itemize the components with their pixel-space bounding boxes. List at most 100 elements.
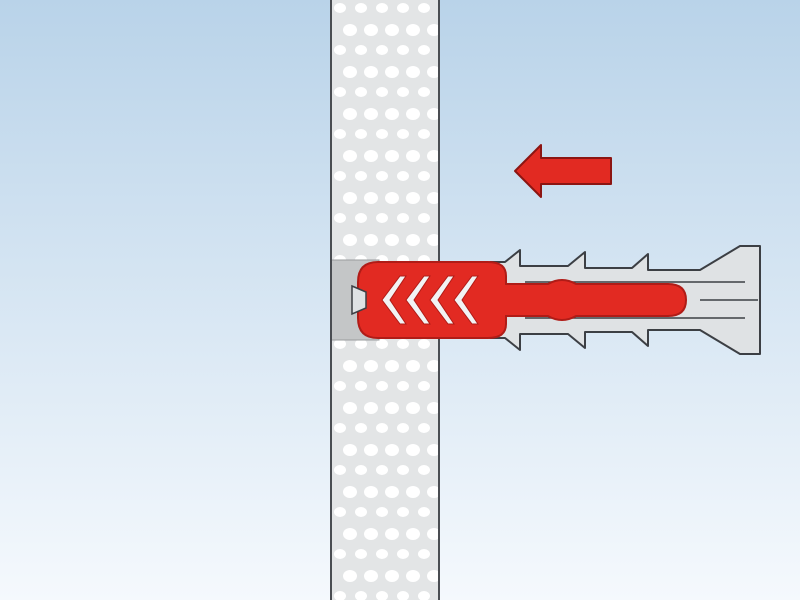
- wall-pore: [364, 234, 378, 246]
- wall-pore: [355, 381, 367, 391]
- wall-pore: [355, 45, 367, 55]
- wall-pore: [376, 549, 388, 559]
- wall-pore: [385, 570, 399, 582]
- wall-pore: [427, 108, 439, 120]
- wall-pore: [397, 591, 409, 600]
- wall-pore: [364, 108, 378, 120]
- wall-pore: [427, 360, 439, 372]
- wall-pore: [355, 129, 367, 139]
- wall-pore: [364, 486, 378, 498]
- wall-pore: [418, 465, 430, 475]
- wall-pore: [334, 507, 346, 517]
- wall-pore: [385, 150, 399, 162]
- wall-pore: [334, 171, 346, 181]
- wall-pore: [427, 192, 439, 204]
- wall-pore: [343, 528, 357, 540]
- wall-pore: [364, 402, 378, 414]
- wall-pore: [343, 66, 357, 78]
- wall-pore: [397, 465, 409, 475]
- wall-pore: [355, 87, 367, 97]
- wall-pore: [343, 444, 357, 456]
- wall-pore: [355, 213, 367, 223]
- anchor-chevron: [405, 275, 431, 325]
- wall-pore: [376, 591, 388, 600]
- wall-pore: [418, 171, 430, 181]
- wall-pore: [406, 570, 420, 582]
- wall-pore: [376, 423, 388, 433]
- wall-pore: [397, 549, 409, 559]
- wall-pore: [334, 3, 346, 13]
- wall-pore: [376, 507, 388, 517]
- wall-pore: [364, 528, 378, 540]
- wall-pore: [397, 129, 409, 139]
- wall-pore: [427, 402, 439, 414]
- wall-pore: [427, 150, 439, 162]
- wall-pore: [343, 24, 357, 36]
- wall-pore: [427, 570, 439, 582]
- wall-pore: [418, 423, 430, 433]
- wall-pore: [334, 591, 346, 600]
- wall-pore: [406, 234, 420, 246]
- wall-pore: [343, 234, 357, 246]
- wall-pore: [406, 66, 420, 78]
- wall-pore: [355, 339, 367, 349]
- wall-pore: [376, 129, 388, 139]
- wall-pore: [364, 444, 378, 456]
- wall-pore: [376, 213, 388, 223]
- wall-pore: [427, 528, 439, 540]
- wall-pore: [385, 360, 399, 372]
- wall-pore: [334, 87, 346, 97]
- wall-plug-anchor-icon: [351, 245, 761, 355]
- wall-pore: [355, 171, 367, 181]
- wall-pore: [418, 507, 430, 517]
- wall-pore: [385, 444, 399, 456]
- wall-pore: [406, 444, 420, 456]
- wall-pore: [397, 339, 409, 349]
- wall-pore: [385, 66, 399, 78]
- wall-pore: [364, 150, 378, 162]
- anchor-chevron: [453, 275, 479, 325]
- wall-pore: [355, 591, 367, 600]
- anchor-tip: [351, 284, 367, 316]
- wall-pore: [376, 3, 388, 13]
- wall-pore: [397, 423, 409, 433]
- wall-pore: [376, 45, 388, 55]
- wall-pore: [355, 507, 367, 517]
- wall-pore: [406, 24, 420, 36]
- wall-pore: [406, 402, 420, 414]
- wall-pore: [376, 381, 388, 391]
- wall-pore: [406, 528, 420, 540]
- wall-pore: [385, 528, 399, 540]
- wall-pore: [355, 423, 367, 433]
- wall-pore: [427, 444, 439, 456]
- wall-pore: [418, 87, 430, 97]
- insertion-direction-arrow: [514, 144, 612, 198]
- left-arrow-icon: [514, 144, 612, 198]
- wall-pore: [418, 3, 430, 13]
- wall-pore: [418, 591, 430, 600]
- wall-pore: [406, 486, 420, 498]
- wall-pore: [397, 3, 409, 13]
- wall-pore: [364, 570, 378, 582]
- wall-pore: [355, 549, 367, 559]
- wall-pore: [427, 66, 439, 78]
- wall-pore: [334, 423, 346, 433]
- wall-pore: [397, 213, 409, 223]
- wall-pore: [418, 339, 430, 349]
- wall-pore: [343, 486, 357, 498]
- wall-pore: [376, 339, 388, 349]
- wall-pore: [334, 465, 346, 475]
- wall-pore: [376, 171, 388, 181]
- wall-pore: [334, 549, 346, 559]
- wall-pore: [334, 339, 346, 349]
- wall-pore: [343, 192, 357, 204]
- wall-pore: [418, 549, 430, 559]
- wall-pore: [364, 66, 378, 78]
- wall-pore: [343, 360, 357, 372]
- wall-pore: [418, 45, 430, 55]
- wall-pore: [397, 381, 409, 391]
- wall-pore: [418, 129, 430, 139]
- wall-pore: [343, 570, 357, 582]
